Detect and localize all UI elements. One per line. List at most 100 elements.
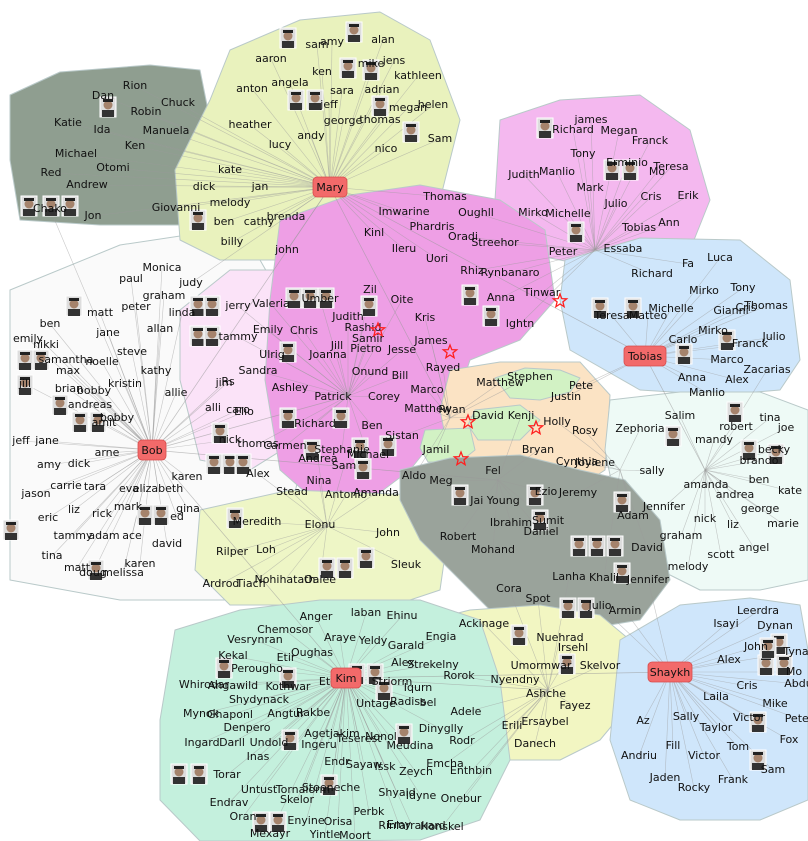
node-label: Striorm [372, 675, 413, 688]
avatar [303, 439, 321, 461]
node-label: Mike [762, 697, 788, 710]
edge [644, 257, 721, 357]
node-label: Frank [718, 773, 749, 786]
node-label: Endrav [210, 796, 249, 809]
node-label: brenda [267, 210, 306, 223]
hub-tobias[interactable]: Tobias [623, 345, 667, 367]
node-label: mike [358, 57, 385, 70]
avatar [775, 654, 793, 676]
node-label: Anger [300, 610, 333, 623]
node-label: Az [636, 714, 650, 727]
avatar [189, 325, 207, 347]
node-label: brian [55, 382, 83, 395]
node-label: Skelor [280, 793, 315, 806]
node-label: ace [122, 529, 142, 542]
cluster-yellow-john [194, 489, 451, 606]
avatar [606, 535, 624, 557]
node-label: John [375, 526, 400, 539]
edge [345, 677, 365, 766]
edge [151, 312, 183, 451]
node-label: Ulrig [259, 348, 285, 361]
node-label: Marco [710, 353, 744, 366]
node-label: Tony [569, 147, 596, 160]
edge [347, 349, 403, 397]
edge [86, 184, 331, 188]
edge [457, 479, 499, 538]
edge [475, 212, 596, 251]
node-label: Kekal [218, 649, 247, 662]
node-label: Otomi [96, 161, 129, 174]
node-label: Marco [410, 383, 444, 396]
star-icon [441, 343, 459, 360]
avatar [567, 221, 585, 243]
node-label: Agetjakim [304, 727, 360, 740]
node-label: Mirko [689, 284, 719, 297]
node-label: Yintle [309, 828, 341, 841]
node-label: Enthbin [450, 764, 492, 777]
hub-bob[interactable]: Bob [137, 439, 167, 461]
node-label: Tobias [621, 221, 656, 234]
node-label: Joylene [574, 456, 615, 469]
edge [669, 671, 734, 781]
node-label: Mohand [471, 543, 515, 556]
node-label: Garald [388, 639, 425, 652]
node-label: Ackinage [459, 617, 510, 630]
edge [547, 689, 576, 707]
node-label: rick [92, 507, 113, 520]
hub-label: Kim [336, 672, 357, 685]
node-label: melody [668, 560, 709, 573]
node-label: Laila [703, 690, 729, 703]
node-label: matt [87, 306, 114, 319]
node-label: Tyna [782, 645, 808, 658]
node-label: Pietro [350, 342, 382, 355]
node-label: Ryan [438, 403, 465, 416]
edge [45, 344, 153, 451]
node-label: Ersaybel [521, 715, 568, 728]
edge [103, 449, 153, 537]
node-label: Chako [33, 202, 67, 215]
node-label: Ida [94, 123, 111, 136]
node-label: scott [707, 548, 735, 561]
hub-mary[interactable]: Mary [312, 176, 348, 198]
edge [329, 186, 451, 419]
node-label: Dan [92, 89, 114, 102]
node-label: John [743, 640, 768, 653]
edge [328, 104, 331, 188]
edge [619, 469, 653, 472]
edge [345, 671, 671, 679]
edge [444, 689, 549, 765]
edge [687, 469, 706, 568]
node-label: Erik [678, 189, 700, 202]
node-label: Danech [514, 737, 556, 750]
edge [131, 351, 153, 451]
node-label: jim [215, 376, 233, 389]
node-label: george [324, 114, 363, 127]
node-label: amit [92, 416, 118, 429]
edge [329, 63, 372, 188]
node-label: Alex [717, 653, 741, 666]
node-label: kate [218, 163, 242, 176]
node-label: Mynok [183, 707, 220, 720]
node-label: Cynthia [556, 455, 598, 468]
node-label: kristin [108, 377, 142, 390]
node-label: Richard [294, 417, 336, 430]
edge [541, 249, 596, 294]
hub-label: Shaykh [650, 666, 691, 679]
node-label: Rion [123, 79, 147, 92]
node-label: Honskel [420, 820, 464, 833]
avatar [301, 287, 319, 309]
node-label: Monica [142, 261, 181, 274]
node-label: ben [749, 473, 770, 486]
hub-kim[interactable]: Kim [330, 667, 362, 689]
edge [460, 689, 549, 800]
node-label: arne [95, 446, 120, 459]
edge [92, 186, 331, 217]
hub-shaykh[interactable]: Shaykh [647, 661, 693, 683]
node-label: Valeria [252, 297, 290, 310]
node-label: Streehor [471, 236, 519, 249]
node-label: steve [117, 345, 147, 358]
avatar [332, 407, 350, 429]
node-label: Ezio [535, 485, 558, 498]
node-label: Tinwar [523, 286, 561, 299]
node-label: kathy [141, 364, 172, 377]
